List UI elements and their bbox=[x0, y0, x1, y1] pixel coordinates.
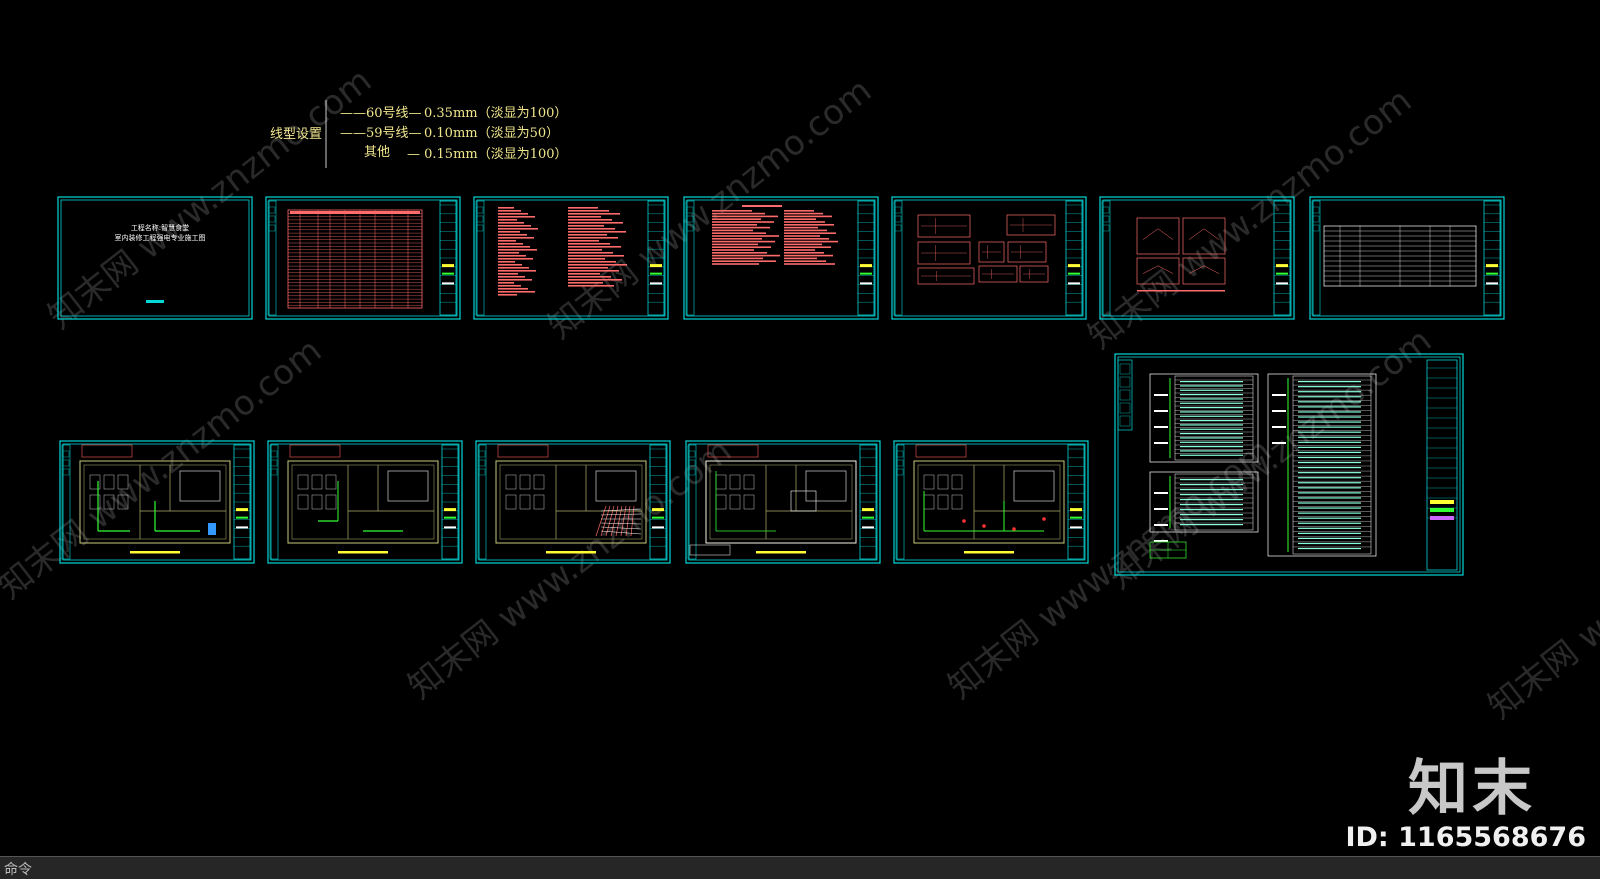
legend-row-3-prefix: 其他 bbox=[364, 145, 390, 160]
legend-title: 线型设置 bbox=[270, 127, 322, 142]
sheet-equipment-power-plan[interactable] bbox=[475, 440, 671, 564]
command-prompt: 命令 bbox=[4, 862, 32, 878]
sheet-grounding-details[interactable] bbox=[1099, 196, 1295, 320]
sheet-index-table[interactable] bbox=[265, 196, 461, 320]
legend-row-2-value: 0.10mm（淡显为50） bbox=[424, 126, 559, 141]
legend-row-2-prefix: ——59号线— bbox=[340, 126, 422, 141]
cover-drawing-title: 室内装修工程强电专业施工图 bbox=[115, 233, 206, 242]
resource-id: ID: 1165568676 bbox=[1345, 822, 1586, 853]
legend-row-1-prefix: ——60号线— bbox=[340, 106, 422, 121]
command-line-bar[interactable]: 命令 bbox=[0, 856, 1600, 879]
sheet-lighting-plan[interactable] bbox=[59, 440, 255, 564]
drawing-sheets bbox=[57, 196, 1505, 576]
legend-row-1-value: 0.35mm（淡显为100） bbox=[424, 106, 567, 121]
cover-sheet-text: 工程名称:智慧食堂 室内装修工程强电专业施工图 bbox=[115, 223, 206, 242]
sheet-socket-plan[interactable] bbox=[267, 440, 463, 564]
watermark-text: 知末网 www.znzmo.com bbox=[0, 331, 329, 607]
sheet-weak-power-plan[interactable] bbox=[893, 440, 1089, 564]
sheet-cover[interactable] bbox=[57, 196, 253, 320]
sheet-construction-notes[interactable] bbox=[683, 196, 879, 320]
watermark-layer: 知末网 www.znzmo.com 知末网 www.znzmo.com 知末网 ww… bbox=[0, 61, 1600, 727]
watermark-text: 知末网 www.znzmo.com bbox=[1481, 451, 1600, 727]
sheet-design-notes[interactable] bbox=[473, 196, 669, 320]
watermark-text: 知末网 www.znzmo.com bbox=[1101, 321, 1439, 597]
sheet-install-details[interactable] bbox=[891, 196, 1087, 320]
watermark-text: 知末网 www.znzmo.com bbox=[401, 431, 739, 707]
legend-row-3-value: — 0.15mm（淡显为100） bbox=[407, 147, 568, 162]
watermark-text: 知末网 www.znzmo.com bbox=[541, 71, 879, 347]
sheet-equipment-list[interactable] bbox=[1309, 196, 1505, 320]
brand-logo: 知末 bbox=[1408, 754, 1536, 824]
sheet-distribution-system[interactable] bbox=[1114, 353, 1464, 576]
linetype-legend: 线型设置 ——60号线— 0.35mm（淡显为100） ——59号线— 0.10… bbox=[270, 100, 568, 168]
cover-project-name: 工程名称:智慧食堂 bbox=[131, 223, 189, 232]
sheet-wiring-routing-plan[interactable] bbox=[685, 440, 881, 564]
